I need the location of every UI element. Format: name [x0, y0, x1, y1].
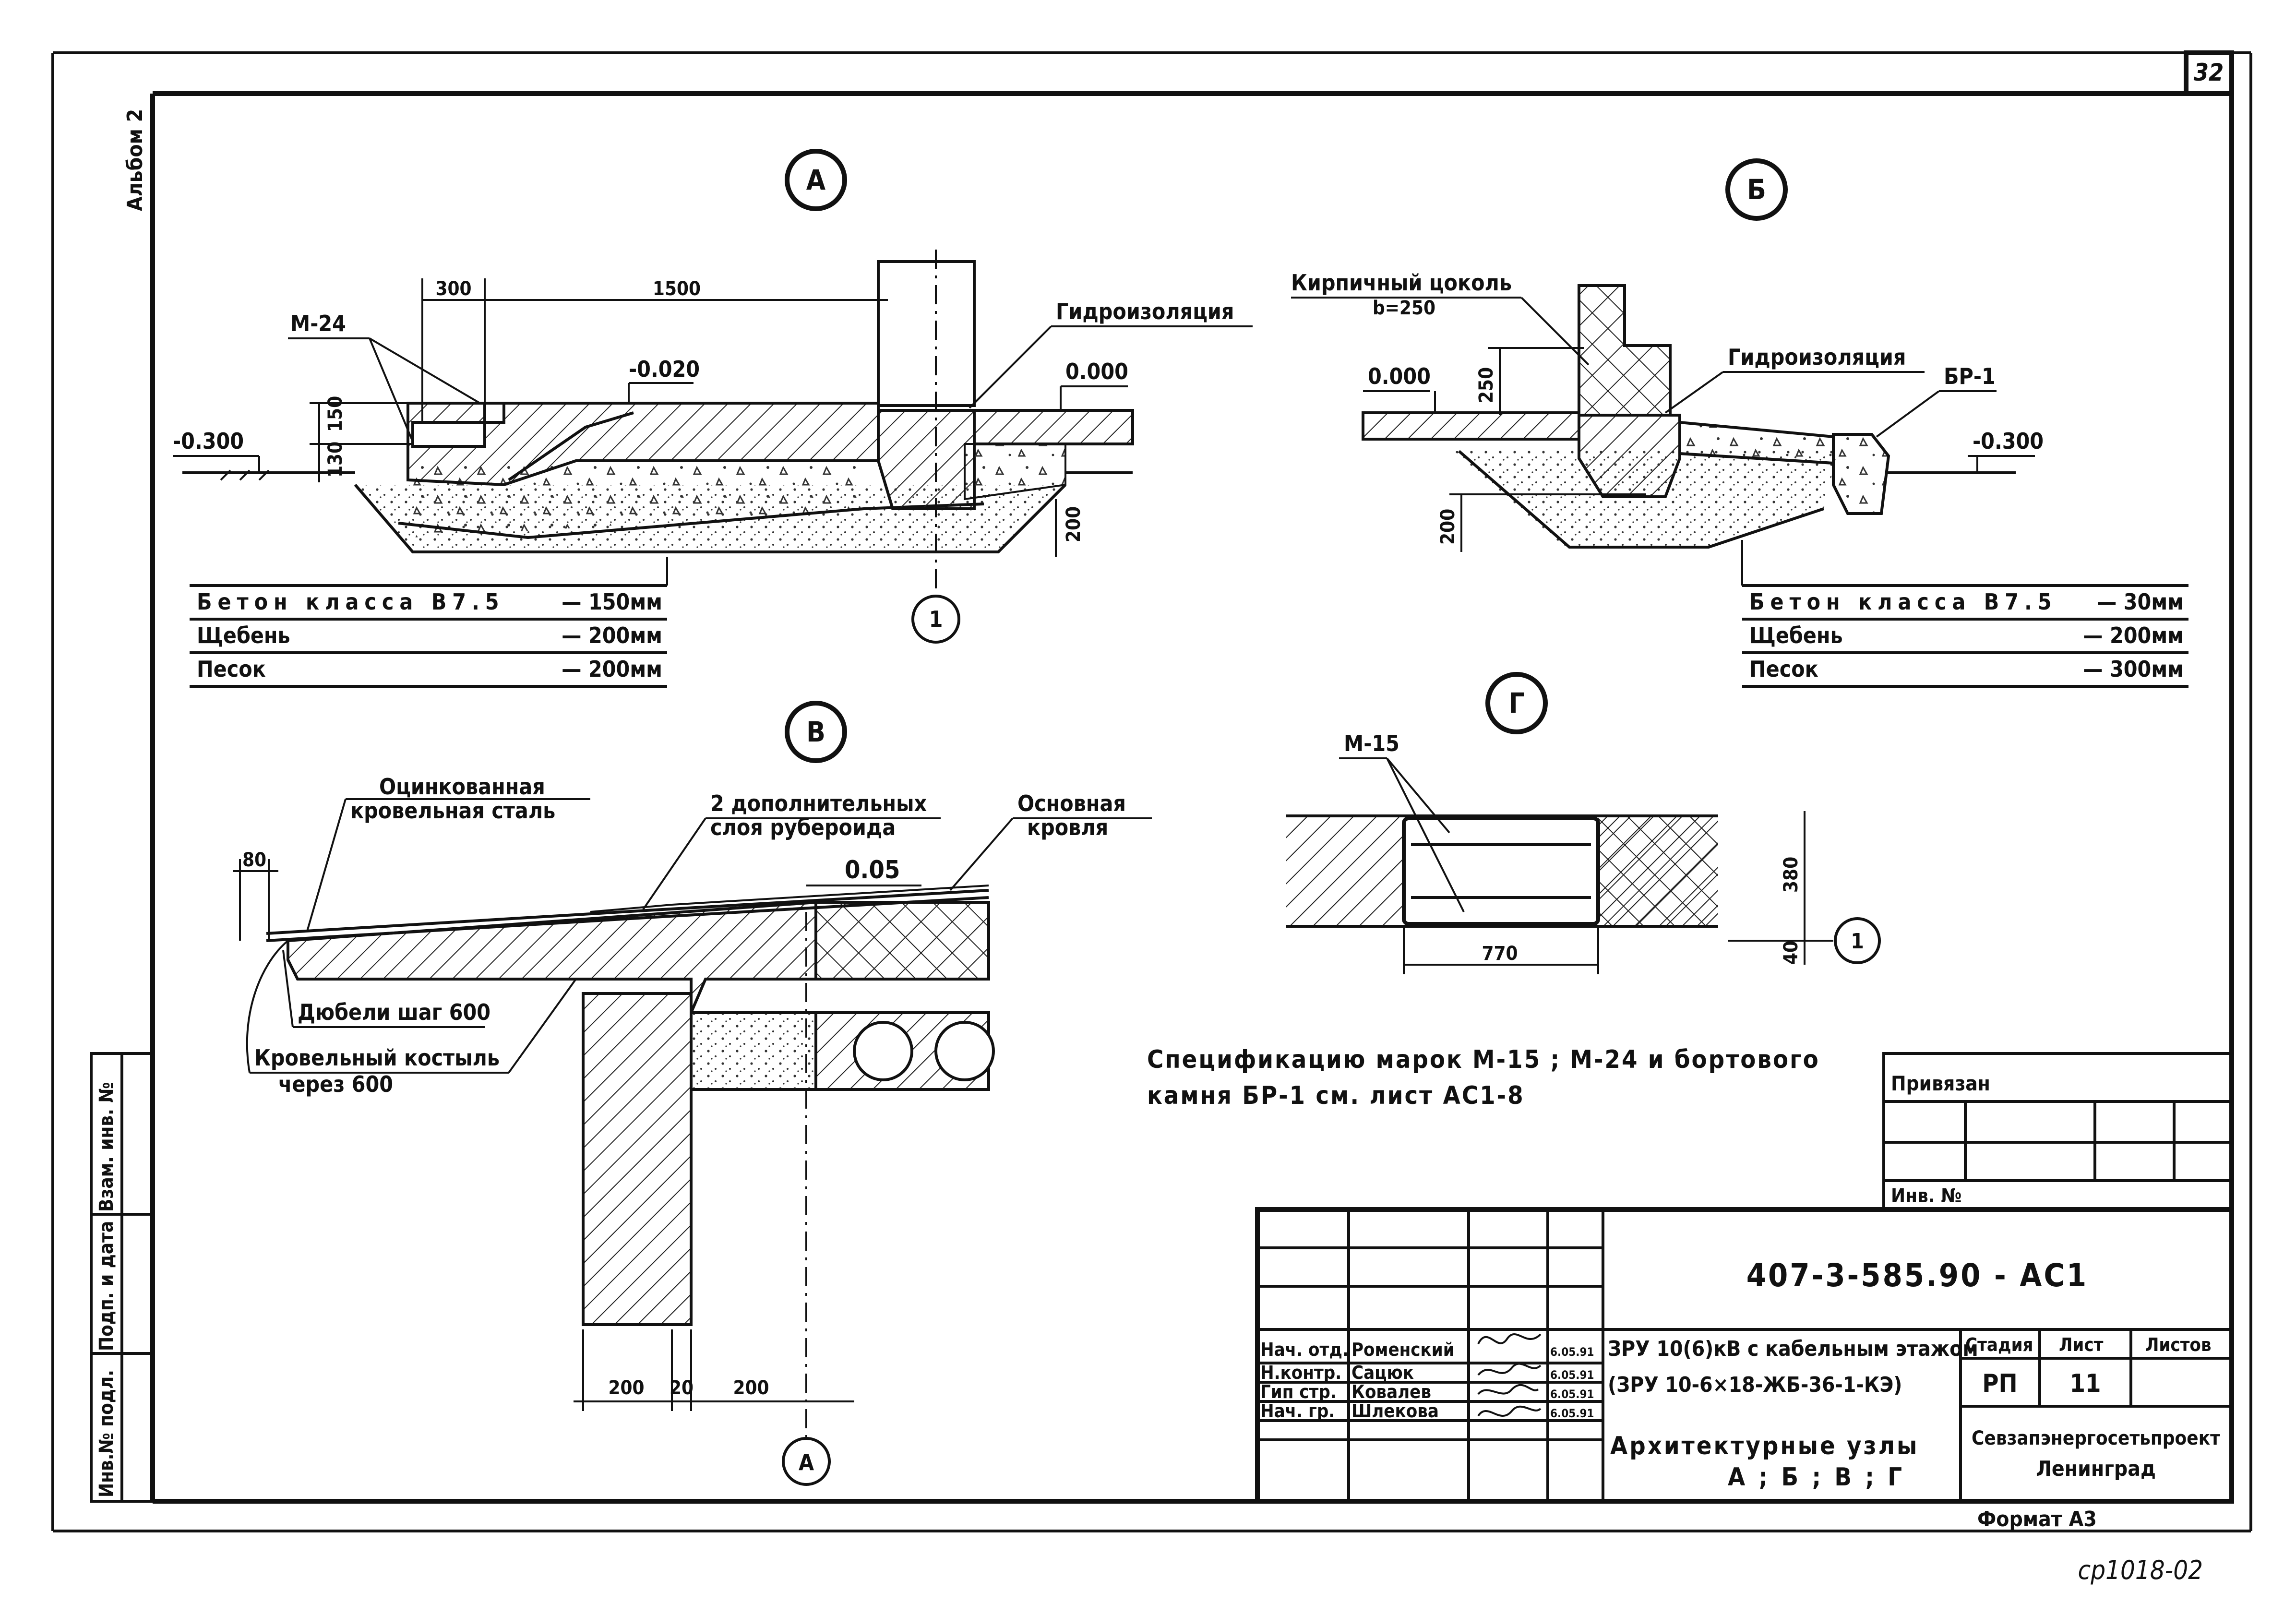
detail-v-main-roof-1: Основная: [1017, 790, 1126, 816]
tb-inv-no: Инв. №: [1891, 1185, 1961, 1207]
tb-name-1: Роменский: [1351, 1339, 1455, 1360]
tb-date-4: 6.05.91: [1550, 1407, 1594, 1420]
tb-stage-header: Стадия: [1965, 1334, 2033, 1355]
side-stamp-date: Подп. и дата: [96, 1221, 118, 1351]
detail-b-dim-250: 250: [1475, 367, 1497, 403]
signatures: [1477, 1333, 1542, 1417]
tb-project-2: (ЗРУ 10-6×18-ЖБ-36-1-КЭ): [1608, 1373, 1902, 1397]
tb-stage: РП: [1982, 1369, 2017, 1398]
detail-a-elev-000: 0.000: [1065, 359, 1128, 384]
tb-sheet-title-1: Архитектурные узлы: [1610, 1432, 1919, 1460]
detail-a-m24: М-24: [290, 311, 346, 336]
tb-name-3: Ковалев: [1351, 1381, 1431, 1402]
detail-a-dim-300: 300: [435, 278, 471, 300]
format-label: Формат А3: [1977, 1507, 2097, 1531]
detail-a-dim-1500: 1500: [653, 278, 701, 300]
side-stamp: Инв.№ подл. Подп. и дата Взам. инв. №: [90, 1052, 154, 1503]
side-stamp-zam: Взам. инв. №: [96, 1082, 118, 1212]
detail-v-galvanized-2: кровельная сталь: [350, 798, 555, 824]
tb-org-2: Ленинград: [2036, 1457, 2156, 1481]
detail-a-layer-sand: Песок: [197, 656, 266, 682]
detail-v-dim-80: 80: [242, 849, 266, 871]
detail-v-slope: 0.05: [845, 856, 900, 885]
detail-b-layer-gravel: Щебень: [1749, 622, 1843, 648]
detail-g-m15: М-15: [1344, 730, 1399, 756]
tb-role-4: Нач. гр.: [1260, 1400, 1335, 1422]
detail-g: Г М-15 770 380 40 1: [1286, 672, 1881, 974]
detail-b-br1: БР-1: [1944, 363, 1996, 389]
detail-v-felt-1: 2 дополнительных: [710, 790, 927, 816]
detail-a-elev-020: -0.020: [629, 356, 700, 382]
album-label: Альбом 2: [123, 109, 147, 211]
detail-g-marker: Г: [1508, 687, 1524, 719]
page-number: 32: [2194, 59, 2224, 86]
detail-b-marker: Б: [1747, 173, 1766, 206]
detail-v-dim-200a: 200: [608, 1377, 644, 1399]
detail-b-layer-concrete: Бетон класса В7.5: [1749, 589, 2057, 615]
tb-privyazan: Привязан: [1891, 1072, 1990, 1095]
detail-v-galvanized-1: Оцинкованная: [379, 774, 545, 800]
detail-v: В А 200 20 200 80 Оцинкованная кр: [233, 701, 1152, 1486]
tb-date-1: 6.05.91: [1550, 1345, 1594, 1359]
detail-a-elev-300: -0.300: [173, 428, 244, 454]
tb-name-2: Сацюк: [1351, 1362, 1414, 1383]
detail-a-dim-200: 200: [1063, 506, 1085, 542]
tb-date-3: 6.05.91: [1550, 1388, 1594, 1401]
tb-sheet-header: Лист: [2059, 1334, 2104, 1355]
tb-sheet-no: 11: [2069, 1369, 2101, 1398]
footer-code: ср1018-02: [2078, 1555, 2203, 1585]
note-line-1: Спецификацию марок М-15 ; М-24 и бортово…: [1147, 1045, 1820, 1074]
title-block: Привязан Инв. № 407-3-585.90 - АС1 Нач. …: [1255, 1052, 2234, 1504]
detail-a-layer-gravel-value: — 200мм: [562, 622, 662, 648]
detail-a-dim-150: 150: [324, 396, 347, 432]
note-line-2: камня БР-1 см. лист АС1-8: [1147, 1081, 1525, 1110]
detail-b-layer-sand-value: — 300мм: [2083, 656, 2184, 682]
sheet-frame: [51, 50, 2252, 1532]
detail-a: А 1 300 1500 150 130: [173, 149, 1253, 688]
detail-a-layer-gravel: Щебень: [197, 622, 290, 648]
tb-sheets-header: Листов: [2145, 1334, 2212, 1355]
detail-g-axis: 1: [1851, 929, 1864, 954]
detail-v-crutch-1: Кровельный костыль: [254, 1045, 500, 1071]
tb-name-4: Шлекова: [1351, 1400, 1439, 1422]
detail-a-layer-concrete-value: — 150мм: [562, 589, 662, 615]
detail-a-axis: 1: [929, 606, 943, 632]
detail-b-elev-000: 0.000: [1368, 363, 1431, 389]
detail-b-waterproofing: Гидроизоляция: [1728, 344, 1906, 370]
detail-g-dim-380: 380: [1780, 857, 1802, 893]
tb-role-3: Гип стр.: [1260, 1381, 1337, 1402]
side-stamp-inv: Инв.№ подл.: [96, 1370, 118, 1497]
tb-org-1: Севзапэнергосетьпроект: [1972, 1427, 2220, 1449]
detail-a-marker: А: [806, 164, 826, 196]
detail-a-waterproofing: Гидроизоляция: [1056, 299, 1234, 324]
detail-b-brick-b: b=250: [1373, 297, 1435, 319]
detail-a-layer-concrete: Бетон класса В7.5: [197, 589, 505, 615]
detail-v-marker: В: [806, 716, 825, 748]
detail-v-crutch-2: через 600: [278, 1071, 393, 1097]
tb-date-2: 6.05.91: [1550, 1368, 1594, 1382]
tb-role-1: Нач. отд.: [1260, 1339, 1349, 1360]
tb-project-1: ЗРУ 10(6)кВ с кабельным этажом: [1608, 1337, 1978, 1361]
detail-b-elev-300: -0.300: [1973, 428, 2044, 454]
detail-b-layer-sand: Песок: [1749, 656, 1818, 682]
detail-b-layer-gravel-value: — 200мм: [2083, 622, 2184, 648]
detail-b-layer-concrete-value: — 30мм: [2097, 589, 2184, 615]
detail-b-dim-200: 200: [1437, 509, 1459, 545]
tb-sheet-title-2: А ; Б ; В ; Г: [1728, 1463, 1905, 1492]
detail-a-layer-sand-value: — 200мм: [562, 656, 662, 682]
detail-v-dim-20: 20: [670, 1377, 694, 1399]
detail-v-axis: А: [799, 1449, 814, 1475]
detail-a-dim-130: 130: [324, 442, 347, 478]
detail-v-dim-200b: 200: [733, 1377, 769, 1399]
tb-role-2: Н.контр.: [1260, 1362, 1341, 1383]
detail-g-dim-770: 770: [1482, 943, 1518, 965]
detail-v-dowels: Дюбели шаг 600: [298, 999, 490, 1025]
tb-doc-code: 407-3-585.90 - АС1: [1746, 1257, 2089, 1294]
detail-g-dim-40: 40: [1780, 941, 1802, 965]
detail-b: Б Кирпичный цоколь b=250 Гидроизоляция Б…: [1291, 158, 2188, 688]
detail-b-brick-plinth: Кирпичный цоколь: [1291, 270, 1512, 296]
